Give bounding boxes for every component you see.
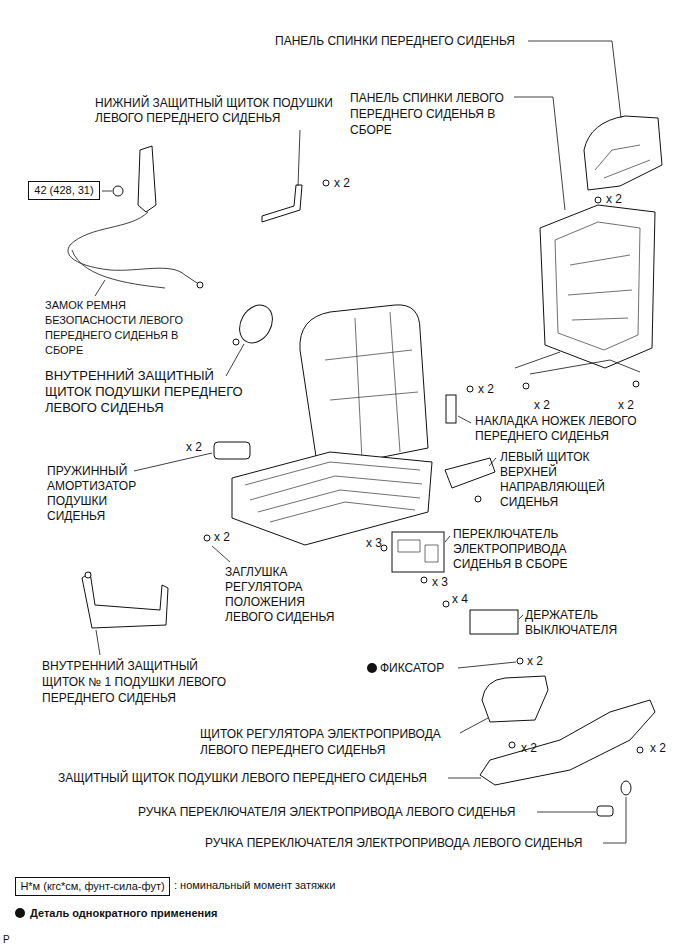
buckle-wire bbox=[72, 250, 165, 288]
torque-unit-box: Н*м (кгс*см, фунт-сила-фут) bbox=[15, 877, 170, 896]
box-text: 42 (428, 31) bbox=[33, 183, 95, 198]
leader-line bbox=[298, 130, 300, 186]
leader-line bbox=[489, 458, 496, 466]
screw bbox=[523, 383, 529, 389]
part-label: РУЧКА ПЕРЕКЛЮЧАТЕЛЯ ЭЛЕКТРОПРИВОДА ЛЕВОГ… bbox=[205, 836, 582, 851]
legend-text: : номинальный момент затяжки bbox=[174, 878, 335, 893]
screw bbox=[467, 386, 473, 392]
screw bbox=[475, 496, 481, 502]
leader-line bbox=[96, 630, 100, 655]
quantity-label: x 2 bbox=[214, 530, 230, 544]
leader-line bbox=[212, 546, 230, 562]
part-label: ЗАГЛУШКА РЕГУЛЯТОРА ПОЛОЖЕНИЯ ЛЕВОГО СИД… bbox=[225, 565, 345, 625]
screw bbox=[443, 601, 449, 607]
screw bbox=[323, 180, 329, 186]
screw bbox=[633, 381, 639, 387]
part-label: ЩИТОК РЕГУЛЯТОРА ЭЛЕКТРОПРИВОДА ЛЕВОГО П… bbox=[200, 726, 480, 758]
part-label: ПЕРЕКЛЮЧАТЕЛЬ ЭЛЕКТРОПРИВОДА СИДЕНЬЯ В С… bbox=[453, 527, 583, 572]
part-label: ПАНЕЛЬ СПИНКИ ЛЕВОГО ПЕРЕДНЕГО СИДЕНЬЯ В… bbox=[350, 90, 530, 138]
leg-cover bbox=[446, 395, 456, 423]
inner-shield-1 bbox=[82, 572, 168, 628]
leader-line bbox=[458, 416, 471, 423]
quantity-label: x 3 bbox=[366, 536, 382, 550]
quantity-label: x 2 bbox=[618, 398, 634, 412]
part-label: ПАНЕЛЬ СПИНКИ ПЕРЕДНЕГО СИДЕНЬЯ bbox=[275, 34, 515, 49]
adjuster-shield bbox=[482, 676, 548, 722]
screw bbox=[595, 197, 601, 203]
part-label: ЗАМОК РЕМНЯ БЕЗОПАСНОСТИ ЛЕВОГО ПЕРЕДНЕГ… bbox=[45, 298, 190, 358]
quantity-label: x 2 bbox=[334, 176, 350, 190]
part-label: ЛЕВЫЙ ЩИТОК ВЕРХНЕЙ НАПРАВЛЯЮЩЕЙ СИДЕНЬЯ bbox=[500, 450, 615, 510]
switch-detail bbox=[398, 540, 438, 562]
box-text: Н*м (кгс*см, фунт-сила-фут) bbox=[20, 879, 165, 894]
quantity-label: x 2 bbox=[527, 654, 543, 668]
part-label: НАКЛАДКА НОЖЕК ЛЕВОГО ПЕРЕДНЕГО СИДЕНЬЯ bbox=[475, 414, 685, 444]
knob bbox=[597, 806, 613, 816]
screw bbox=[233, 339, 239, 345]
knob bbox=[621, 781, 631, 795]
power-switch bbox=[392, 532, 444, 572]
seat-seam bbox=[325, 312, 418, 460]
seatback-panel-assembly bbox=[540, 205, 655, 368]
leader-line bbox=[134, 453, 212, 471]
switch-holder bbox=[470, 610, 518, 634]
part-label: ФИКСАТОР bbox=[380, 661, 444, 675]
spring-absorber bbox=[214, 442, 250, 459]
inner-shield bbox=[233, 299, 279, 349]
buckle bbox=[138, 146, 156, 212]
bolt bbox=[85, 572, 91, 578]
single-use-mark bbox=[15, 908, 25, 918]
screw bbox=[421, 577, 427, 583]
leader-line bbox=[514, 97, 565, 210]
screw bbox=[509, 742, 515, 748]
leader-line bbox=[528, 41, 621, 118]
quantity-label: x 2 bbox=[606, 192, 622, 206]
page-mark: P bbox=[3, 934, 10, 946]
leader-line bbox=[458, 662, 516, 668]
quantity-label: x 3 bbox=[432, 575, 448, 589]
part-label: ДЕРЖАТЕЛЬ ВЫКЛЮЧАТЕЛЯ bbox=[525, 608, 635, 638]
leader-line bbox=[519, 615, 523, 619]
screw bbox=[637, 747, 643, 753]
part-label: РУЧКА ПЕРЕКЛЮЧАТЕЛЯ ЭЛЕКТРОПРИВОДА ЛЕВОГ… bbox=[138, 805, 515, 820]
part-label: ВНУТРЕННИЙ ЗАЩИТНЫЙ ЩИТОК ПОДУШКИ ПЕРЕДН… bbox=[45, 368, 255, 416]
part-label: ВНУТРЕННИЙ ЗАЩИТНЫЙ ЩИТОК № 1 ПОДУШКИ ЛЕ… bbox=[42, 658, 240, 706]
leader-line bbox=[460, 718, 488, 733]
cushion-shield bbox=[480, 700, 655, 785]
rail-shield bbox=[445, 458, 495, 488]
leader-line bbox=[226, 344, 244, 376]
quantity-label: x 2 bbox=[650, 741, 666, 755]
legend-text: Деталь однократного применения bbox=[30, 906, 217, 921]
quantity-label: x 2 bbox=[478, 382, 494, 396]
panel-detail bbox=[555, 222, 640, 350]
screw bbox=[204, 535, 210, 541]
leader-line bbox=[448, 778, 481, 779]
quantity-label: x 2 bbox=[534, 398, 550, 412]
leader-line bbox=[95, 280, 105, 296]
quantity-label: x 2 bbox=[521, 741, 537, 755]
part-label: ПРУЖИННЫЙ АМОРТИЗАТОР ПОДУШКИ СИДЕНЬЯ bbox=[47, 464, 147, 524]
part-label: ЗАЩИТНЫЙ ЩИТОК ПОДУШКИ ЛЕВОГО ПЕРЕДНЕГО … bbox=[58, 771, 427, 786]
frame-detail bbox=[245, 462, 422, 522]
seat-frame bbox=[232, 452, 432, 545]
seatback-panel bbox=[584, 116, 662, 190]
connector bbox=[197, 282, 203, 288]
panel-rod bbox=[515, 352, 640, 374]
quantity-label: x 4 bbox=[452, 592, 468, 606]
leader-line bbox=[102, 191, 112, 192]
leader-line bbox=[603, 797, 626, 843]
seatback bbox=[300, 305, 428, 470]
leader-line bbox=[445, 536, 450, 542]
single-use-mark bbox=[367, 663, 377, 673]
clip bbox=[517, 658, 523, 664]
part-label: НИЖНИЙ ЗАЩИТНЫЙ ЩИТОК ПОДУШКИ ЛЕВОГО ПЕР… bbox=[95, 96, 355, 126]
buckle-wire bbox=[68, 212, 200, 285]
quantity-label: x 2 bbox=[186, 440, 202, 454]
panel-detail bbox=[595, 145, 650, 178]
torque-box: 42 (428, 31) bbox=[28, 181, 100, 200]
lower-shield bbox=[262, 185, 302, 222]
leader-line bbox=[537, 812, 596, 813]
bolt bbox=[113, 186, 123, 196]
